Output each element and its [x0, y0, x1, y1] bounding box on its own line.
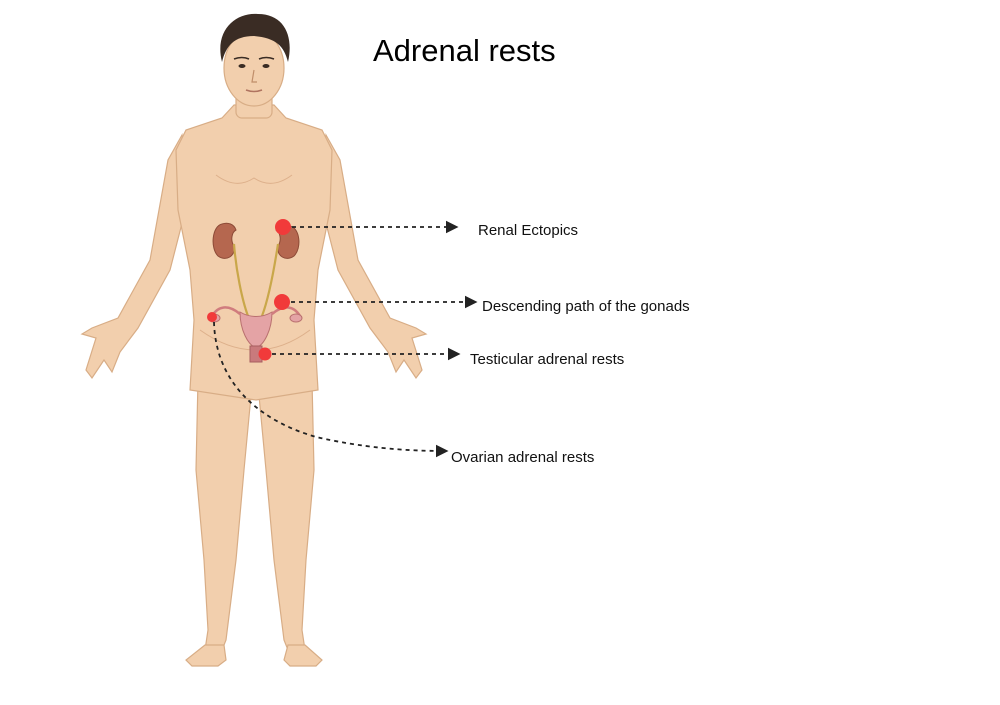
uterus — [239, 311, 273, 349]
right-eye — [262, 64, 270, 68]
marker-testicular — [258, 347, 272, 361]
label-renal-ectopics: Renal Ectopics — [478, 222, 579, 239]
right-foot — [283, 644, 323, 667]
ureters — [232, 243, 280, 317]
hair — [220, 13, 290, 62]
label-descending-path: Descending path of the gonads — [482, 298, 690, 315]
arrow-ovarian — [213, 321, 449, 458]
left-arm — [80, 133, 189, 380]
marker-ovarian — [207, 312, 217, 322]
torso — [175, 104, 333, 401]
diagram-title: Adrenal rests — [373, 33, 556, 68]
nose — [251, 69, 257, 83]
marker-descending-path — [274, 294, 290, 310]
right-leg — [257, 379, 315, 651]
right-arm — [319, 133, 428, 380]
label-ovarian-rests: Ovarian adrenal rests — [451, 449, 595, 466]
brows — [233, 56, 275, 60]
mouth — [245, 89, 263, 93]
chest-lines — [215, 174, 293, 184]
marker-renal-ectopic — [275, 219, 291, 235]
label-testicular-rests: Testicular adrenal rests — [470, 351, 625, 368]
left-foot — [185, 644, 227, 667]
right-ovary — [289, 313, 303, 323]
left-leg — [195, 379, 253, 651]
left-eye — [238, 64, 246, 68]
human-figure — [80, 29, 428, 667]
face — [233, 56, 275, 93]
vagina — [249, 345, 263, 363]
rest-markers — [207, 219, 291, 361]
arrows — [213, 220, 478, 458]
